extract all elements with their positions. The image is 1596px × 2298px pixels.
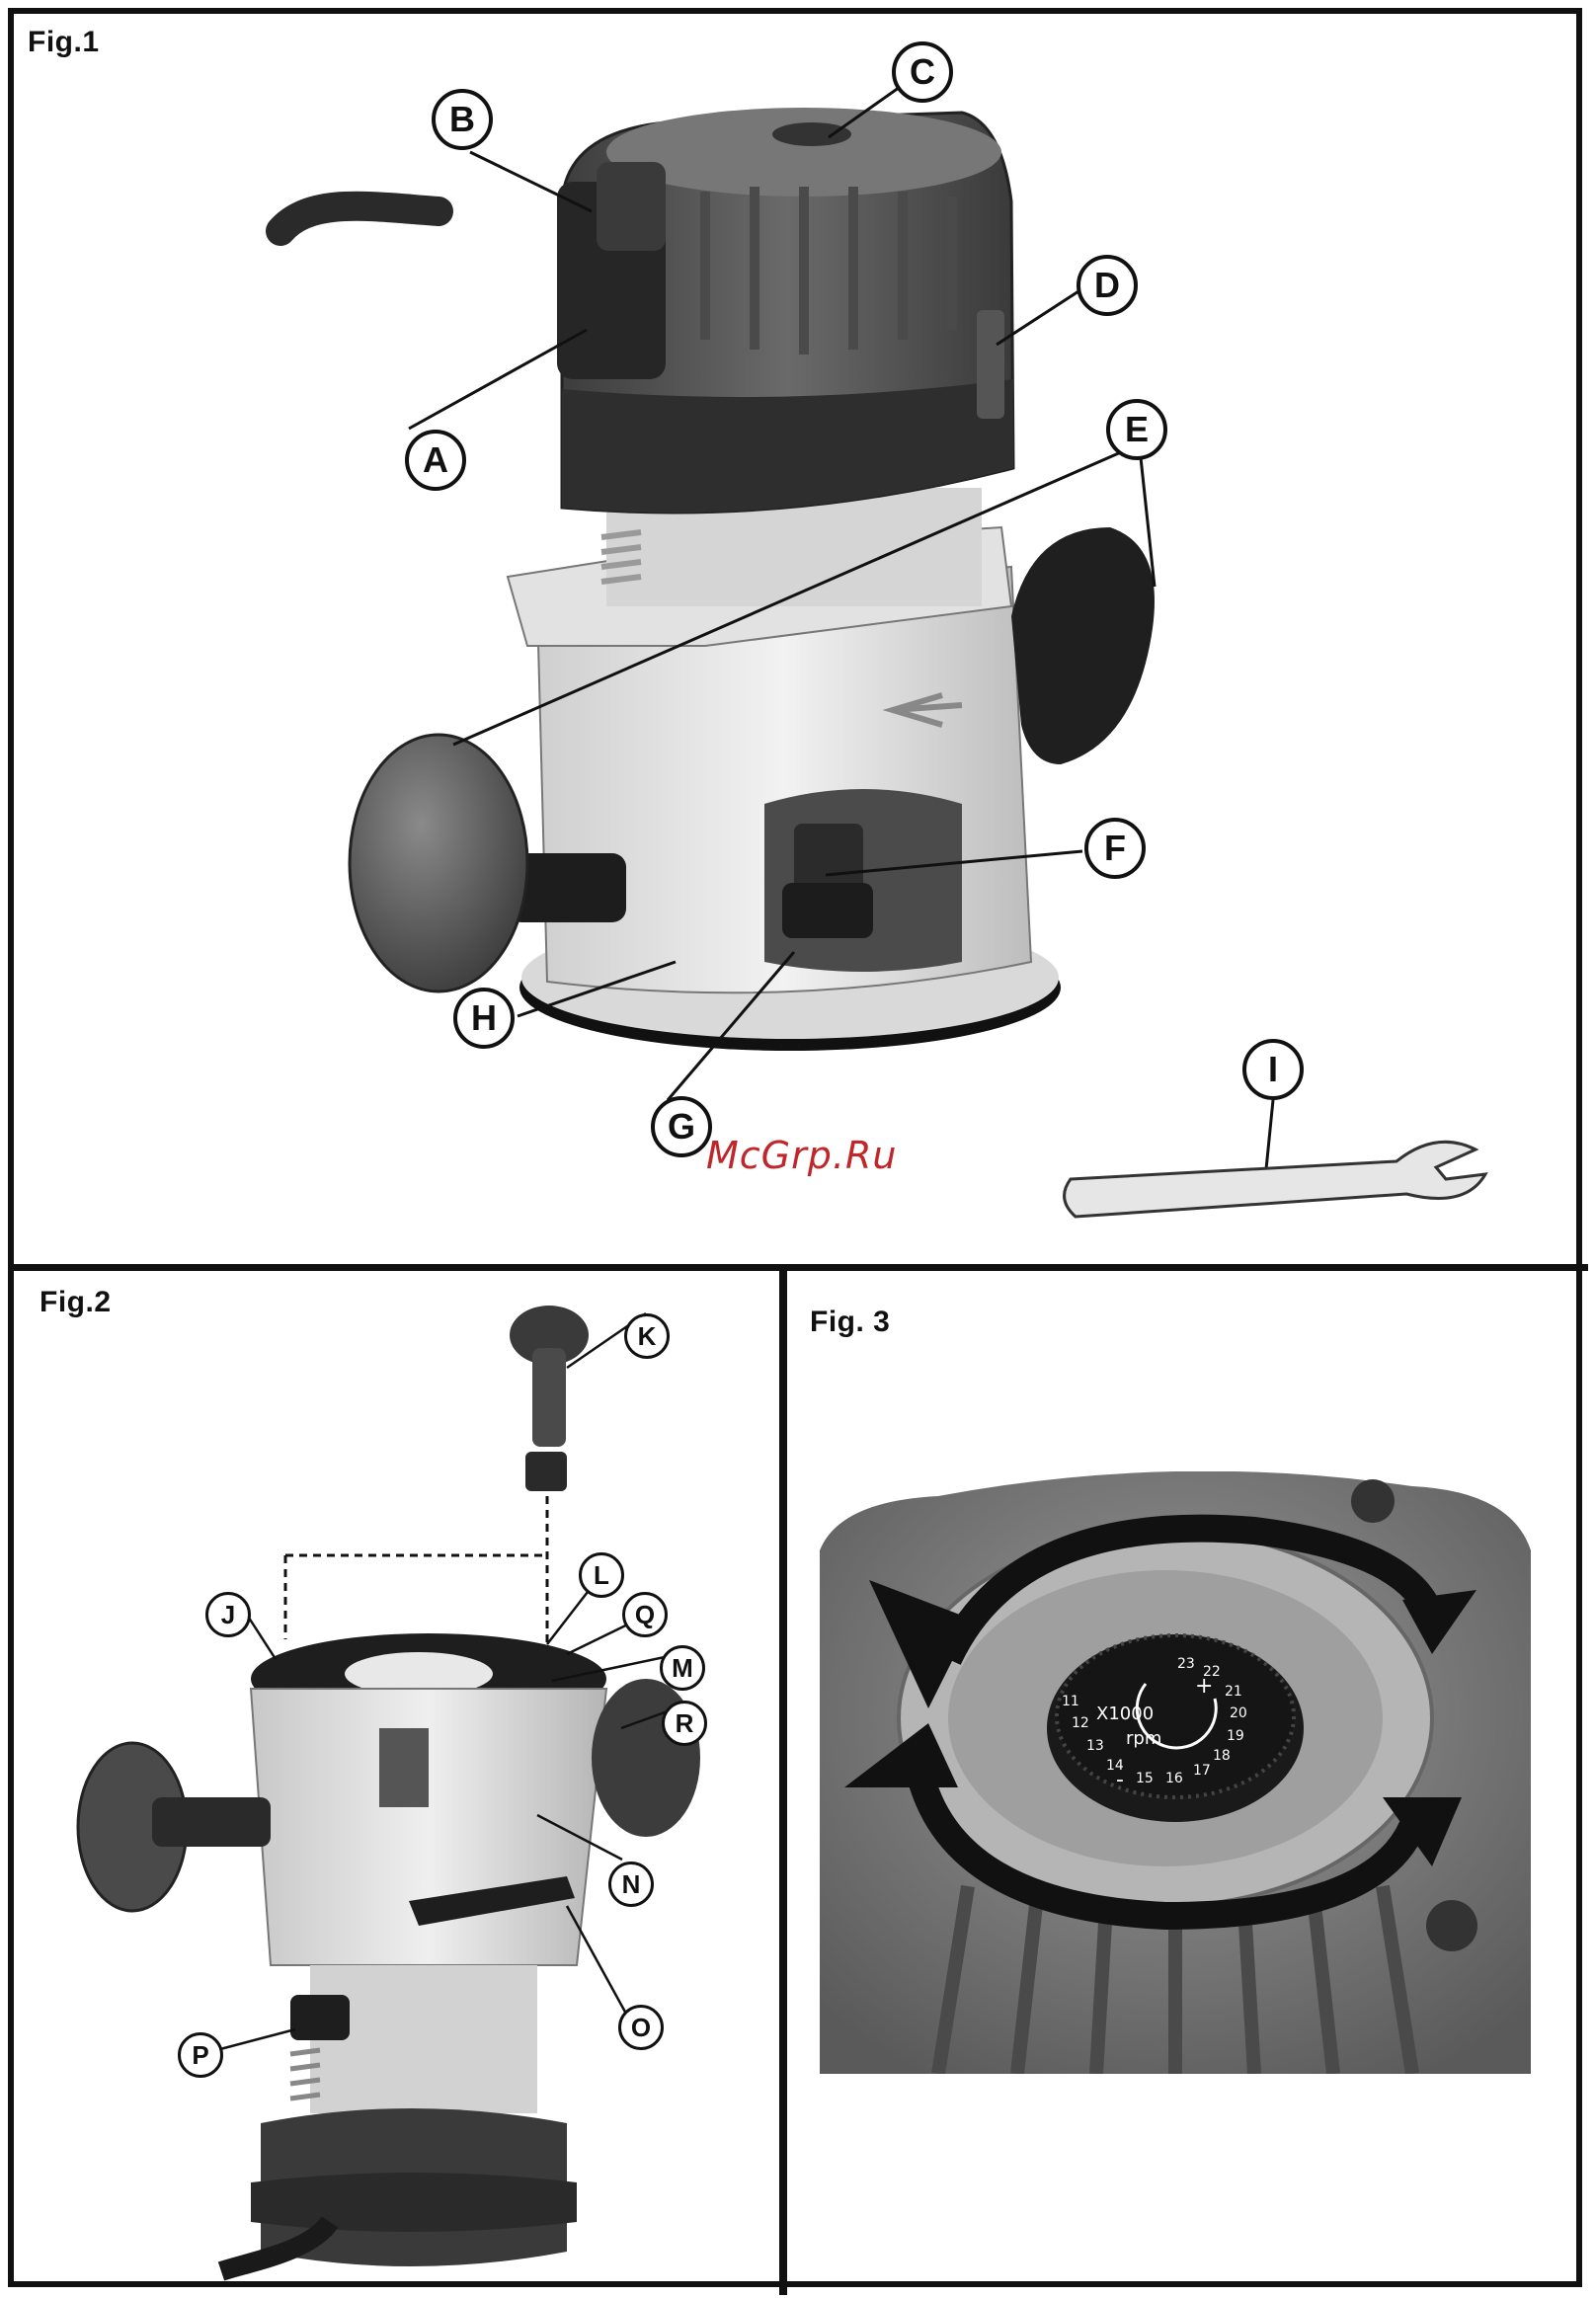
callout-b: B [432,89,493,150]
fig3-title: Fig. 3 [810,1306,890,1339]
callout-m: M [660,1645,705,1691]
callout-k: K [624,1313,670,1359]
callout-n: N [608,1862,654,1907]
dial-number: 12 [1072,1715,1089,1731]
dial-number: 18 [1213,1748,1231,1764]
dial-number: 15 [1136,1771,1154,1786]
dial-number: 21 [1225,1684,1242,1700]
callout-g: G [651,1096,712,1157]
dial-number: 16 [1165,1771,1183,1786]
dial-number: 13 [1086,1738,1104,1754]
callout-j: J [205,1592,251,1637]
watermark: McGrp.Ru [706,1134,897,1177]
callout-p: P [178,2032,223,2078]
callout-d: D [1077,255,1138,316]
dial-number: 17 [1193,1763,1211,1779]
callout-i: I [1242,1039,1304,1100]
dial-unit: rpm [1126,1728,1161,1749]
callout-f: F [1084,818,1146,879]
callout-o: O [618,2005,664,2050]
callout-l: L [579,1552,624,1598]
dial-number: 22 [1203,1664,1221,1680]
callout-r: R [662,1701,707,1746]
dial-multiplier: X1000 [1096,1704,1154,1724]
fig2-router-base-illustration [14,1274,776,2286]
dial-number: 19 [1227,1728,1244,1744]
dial-number: 14 [1106,1758,1124,1774]
callout-q: Q [622,1592,668,1637]
dial-number: 20 [1230,1705,1247,1721]
divider-horizontal [8,1264,1588,1271]
callout-e: E [1106,399,1167,460]
fig1-router-illustration [14,14,1582,1260]
callout-c: C [892,41,953,103]
divider-vertical [779,1268,787,2295]
callout-a: A [405,430,466,491]
dial-number: 23 [1177,1656,1195,1672]
callout-h: H [453,988,515,1049]
dial-number: 11 [1062,1694,1079,1709]
